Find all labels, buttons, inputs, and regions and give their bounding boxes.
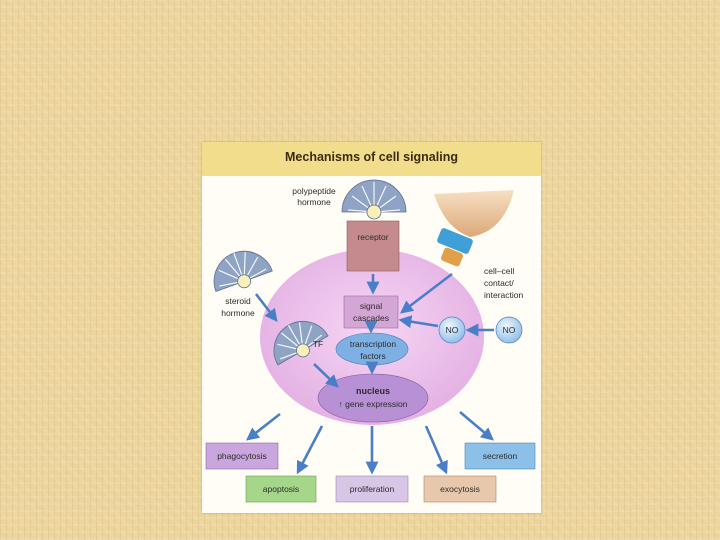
cell-signaling-diagram: polypeptide hormone receptor steroid hor… bbox=[205, 179, 536, 503]
proliferation-label: proliferation bbox=[350, 484, 395, 494]
phagocytosis-label: phagocytosis bbox=[217, 451, 267, 461]
arrow-to-phagocytosis bbox=[245, 412, 281, 441]
exocytosis-box bbox=[423, 475, 497, 503]
proliferation-box bbox=[335, 475, 409, 503]
nucleus-node bbox=[317, 373, 429, 423]
signal-label-line1: signal bbox=[360, 301, 382, 311]
tf-label: TF bbox=[313, 339, 323, 349]
cell-contact-label-line1: cell–cell bbox=[484, 266, 514, 276]
secretion-box bbox=[464, 442, 536, 470]
secretion-label: secretion bbox=[483, 451, 518, 461]
polypeptide-label-line2: hormone bbox=[297, 197, 331, 207]
apoptosis-box bbox=[245, 475, 317, 503]
transcription-label-line1: transcription bbox=[350, 339, 397, 349]
figure-header bbox=[202, 142, 541, 176]
receptor-label: receptor bbox=[357, 232, 388, 242]
contact-ligand bbox=[441, 247, 463, 267]
receptor-box bbox=[346, 220, 400, 272]
polypeptide-label-line1: polypeptide bbox=[292, 186, 336, 196]
arrow-to-exocytosis bbox=[424, 425, 448, 475]
cell-contact-label-line2: contact/ bbox=[484, 278, 514, 288]
arrow-bound-to-nucleus bbox=[313, 363, 339, 388]
no-inside-node bbox=[438, 316, 466, 344]
arrow-to-secretion bbox=[459, 411, 494, 441]
nucleus-label-line1: nucleus bbox=[356, 386, 390, 396]
cell-contact-label-line3: interaction bbox=[484, 290, 523, 300]
steroid-hormone-icon bbox=[213, 250, 273, 293]
figure-panel: Mechanisms of cell signaling bbox=[202, 142, 541, 513]
polypeptide-hormone-icon bbox=[341, 179, 407, 220]
exocytosis-label: exocytosis bbox=[440, 484, 480, 494]
steroid-label-line1: steroid bbox=[225, 296, 251, 306]
no-outside-node bbox=[495, 316, 523, 344]
apoptosis-label: apoptosis bbox=[263, 484, 299, 494]
arrow-no-to-signal bbox=[398, 315, 439, 329]
arrow-to-apoptosis bbox=[296, 425, 324, 475]
no-inside-label: NO bbox=[446, 325, 459, 335]
neighbor-cell bbox=[434, 190, 514, 237]
arrow-steroid-to-bound bbox=[254, 293, 278, 323]
signal-label-line2: cascades bbox=[353, 313, 389, 323]
no-outside-label: NO bbox=[503, 325, 516, 335]
steroid-hormone-bound-icon bbox=[273, 320, 329, 366]
nucleus-label-line2: ↑ gene expression bbox=[339, 399, 408, 409]
phagocytosis-box bbox=[205, 442, 279, 470]
arrow-contact-to-signal bbox=[399, 272, 453, 314]
figure-title: Mechanisms of cell signaling bbox=[285, 150, 458, 164]
contact-receptor bbox=[437, 228, 473, 254]
transcription-label-line2: factors bbox=[360, 351, 386, 361]
steroid-label-line2: hormone bbox=[221, 308, 255, 318]
